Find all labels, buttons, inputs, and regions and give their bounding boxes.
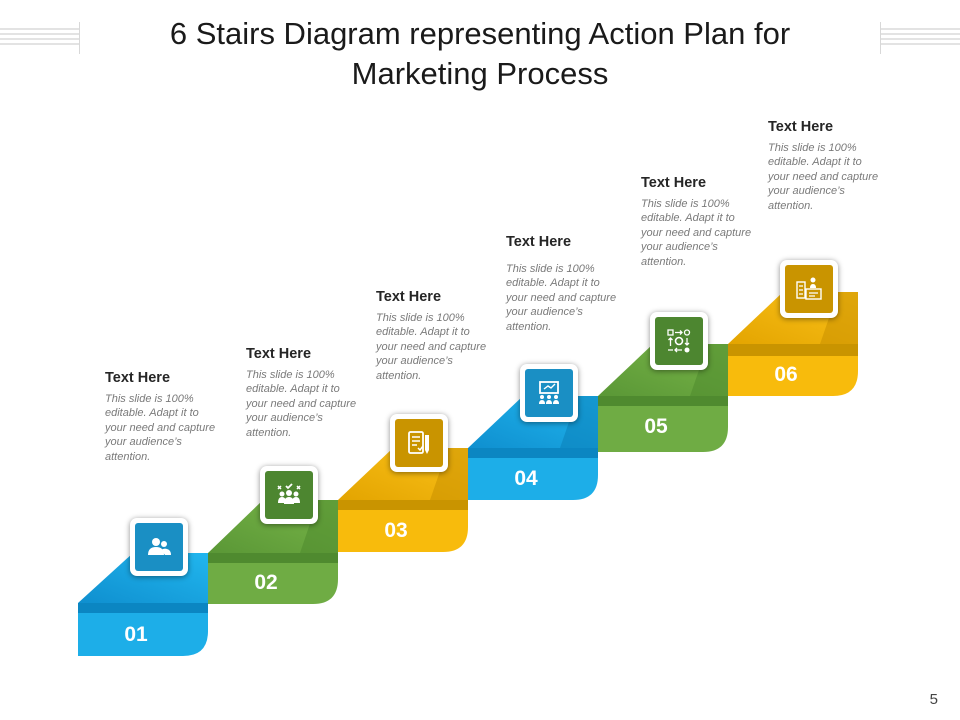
document-pencil-icon (408, 431, 429, 454)
step-icon-box-04 (520, 364, 578, 422)
step-description-06: This slide is 100% editable. Adapt it to… (768, 142, 879, 212)
process-flow-icon (667, 329, 691, 353)
step-text-01: Text Here This slide is 100% editable. A… (105, 370, 223, 464)
step-text-04: Text Here This slide is 100% editable. A… (506, 234, 624, 334)
step-text-02: Text Here This slide is 100% editable. A… (246, 346, 364, 440)
step-description-02: This slide is 100% editable. Adapt it to… (246, 369, 357, 439)
step-text-05: Text Here This slide is 100% editable. A… (641, 175, 759, 269)
step-number-03: 03 (384, 519, 407, 542)
step-number-02: 02 (254, 571, 277, 594)
step-number-05: 05 (644, 415, 668, 438)
step-icon-box-03 (390, 414, 448, 472)
team-checklist-icon (277, 483, 301, 504)
stair-step-04 (468, 396, 598, 500)
step-icon-box-01 (130, 518, 188, 576)
step-description-03: This slide is 100% editable. Adapt it to… (376, 312, 487, 382)
presentation-audience-icon (539, 381, 559, 404)
title-decoration-right (880, 22, 960, 54)
people-icon (148, 538, 171, 555)
step-heading-05: Text Here (641, 175, 707, 191)
step-number-04: 04 (514, 467, 538, 490)
slide-title: 6 Stairs Diagram representing Action Pla… (169, 16, 791, 91)
step-icon-box-02 (260, 466, 318, 524)
step-description-05: This slide is 100% editable. Adapt it to… (641, 198, 752, 268)
step-heading-04: Text Here (506, 234, 572, 250)
step-text-06: Text Here This slide is 100% editable. A… (768, 119, 886, 213)
page-number: 5 (929, 691, 938, 708)
step-description-01: This slide is 100% editable. Adapt it to… (105, 393, 216, 463)
title-decoration-left (0, 22, 80, 54)
step-text-03: Text Here This slide is 100% editable. A… (376, 289, 494, 383)
step-icon-box-05 (650, 312, 708, 370)
stair-step-06 (728, 292, 858, 396)
step-heading-01: Text Here (105, 370, 171, 386)
step-number-06: 06 (774, 363, 797, 386)
planning-board-icon (796, 277, 822, 300)
step-description-04: This slide is 100% editable. Adapt it to… (506, 263, 617, 333)
step-icon-box-06 (780, 260, 838, 318)
step-heading-06: Text Here (768, 119, 834, 135)
step-number-01: 01 (124, 623, 148, 646)
step-heading-02: Text Here (246, 346, 312, 362)
step-heading-03: Text Here (376, 289, 442, 305)
